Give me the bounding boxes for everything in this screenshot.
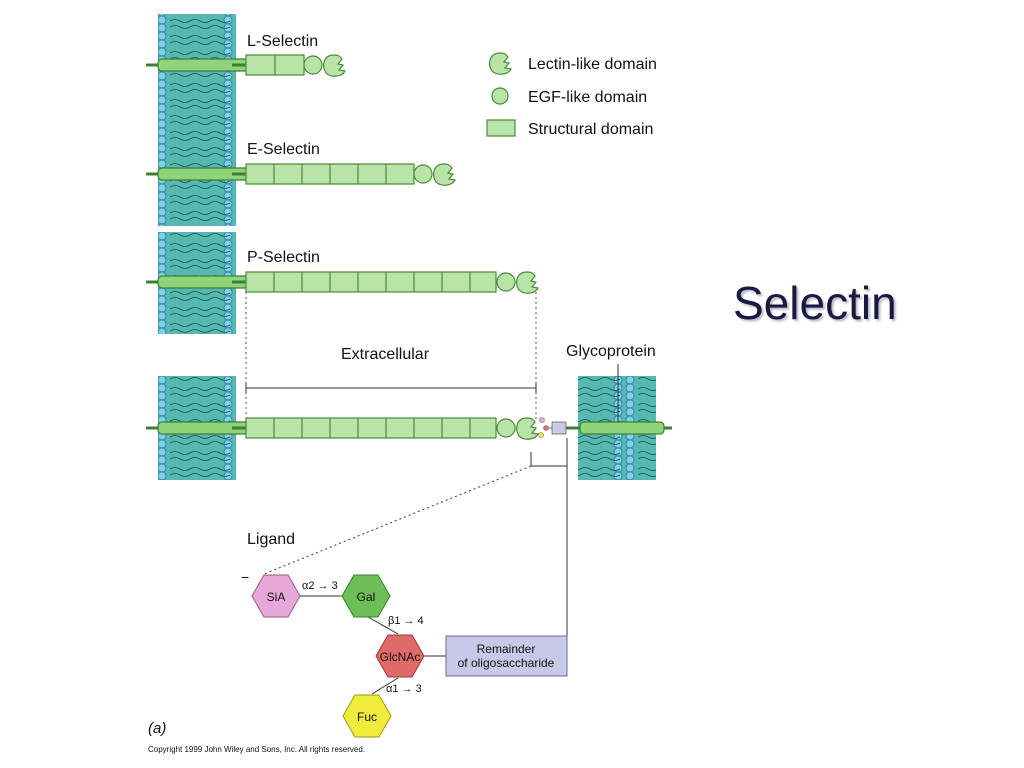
svg-text:SiA: SiA <box>267 590 286 604</box>
svg-text:Gal: Gal <box>357 590 376 604</box>
bond-gal-glcnac-label: β1 → 4 <box>388 615 424 627</box>
lectin-domain <box>516 271 539 294</box>
svg-text:of oligosaccharide: of oligosaccharide <box>458 656 555 670</box>
egf-domain <box>496 418 516 438</box>
legend-structural-label: Structural domain <box>528 121 653 138</box>
extracellular-bracket <box>245 382 537 394</box>
lectin-domain <box>433 163 456 186</box>
legend-egf-label: EGF-like domain <box>528 89 647 106</box>
glcnac-hexagon: GlcNAc <box>375 634 425 678</box>
structural-domain <box>245 271 497 293</box>
svg-text:Fuc: Fuc <box>357 710 377 724</box>
ligand-label: Ligand <box>247 531 295 548</box>
egf-domain <box>413 164 433 184</box>
glycoprotein-molecule <box>566 364 672 435</box>
lectin-domain <box>516 417 539 440</box>
bond-glcnac-fuc-label: α1 → 3 <box>386 683 422 695</box>
slide-title: Selectin <box>733 277 897 329</box>
legend: Lectin-like domain EGF-like domain Struc… <box>486 52 657 138</box>
structural-domain <box>245 417 497 439</box>
glycoprotein-label: Glycoprotein <box>566 343 656 360</box>
l-selectin-molecule <box>144 54 346 77</box>
p-selectin-label: P-Selectin <box>247 249 320 266</box>
extracellular-label: Extracellular <box>341 346 430 363</box>
svg-text:GlcNAc: GlcNAc <box>380 650 421 664</box>
e-selectin-molecule <box>144 163 456 186</box>
l-selectin-label: L-Selectin <box>247 33 318 50</box>
legend-lectin-icon <box>489 52 512 75</box>
fuc-hexagon: Fuc <box>342 694 392 738</box>
p-selectin-molecule <box>144 271 539 294</box>
legend-structural-icon <box>486 119 516 137</box>
zoom-bracket <box>263 438 568 636</box>
copyright-text: Copyright 1999 John Wiley and Sons, Inc.… <box>148 745 365 754</box>
egf-domain <box>496 272 516 292</box>
bond-sia-gal-label: α2 → 3 <box>302 580 338 592</box>
gal-hexagon: Gal <box>341 574 391 618</box>
remainder-box: Remainder of oligosaccharide <box>445 635 568 677</box>
minus-sign: − <box>241 569 249 585</box>
panel-label: (a) <box>148 720 166 737</box>
lectin-domain <box>323 54 346 77</box>
legend-egf-icon <box>491 87 509 105</box>
svg-text:Remainder: Remainder <box>477 642 536 656</box>
bound-selectin-molecule <box>144 417 567 440</box>
e-selectin-label: E-Selectin <box>247 141 320 158</box>
legend-lectin-label: Lectin-like domain <box>528 56 657 73</box>
ligand-bonds <box>296 595 446 695</box>
sia-hexagon: SiA <box>251 574 301 618</box>
egf-domain <box>303 55 323 75</box>
